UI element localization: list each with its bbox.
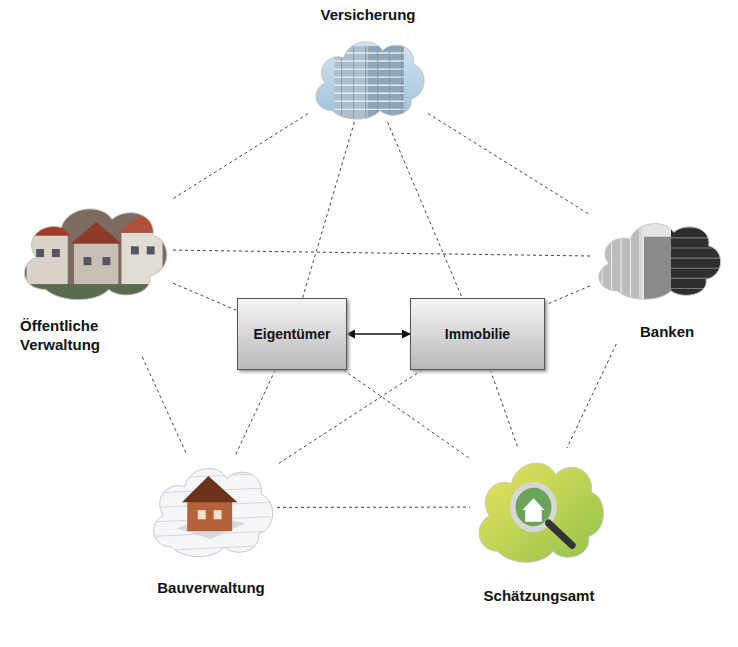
cloud-picture <box>308 30 428 122</box>
cloud-label: Bauverwaltung <box>157 578 265 597</box>
process-box: Eigentümer <box>237 298 347 370</box>
cloud-label: Versicherung <box>320 5 415 24</box>
connector <box>173 283 237 310</box>
picture-cloud: Banken <box>590 212 725 302</box>
connector <box>567 344 616 448</box>
connector <box>277 370 422 465</box>
connector <box>303 122 355 298</box>
picture-cloud: Versicherung <box>308 30 428 122</box>
connector <box>236 370 276 455</box>
connector <box>173 114 308 199</box>
connector <box>277 507 470 508</box>
cloud-picture <box>590 212 725 302</box>
box-label: Eigentümer <box>253 326 330 342</box>
cloud-label: Banken <box>640 322 694 341</box>
process-box: Immobilie <box>410 298 545 370</box>
connector <box>545 286 590 305</box>
connector <box>343 370 470 459</box>
cloud-label: Öffentliche Verwaltung <box>20 316 170 354</box>
connector <box>347 333 410 335</box>
connector <box>388 122 463 298</box>
connector <box>428 114 590 215</box>
connector <box>490 370 518 448</box>
picture-cloud: Öffentliche Verwaltung <box>14 195 172 303</box>
connector <box>173 250 590 256</box>
cloud-picture <box>145 455 277 560</box>
connector <box>142 357 187 455</box>
picture-cloud: Bauverwaltung <box>145 455 277 560</box>
box-label: Immobilie <box>445 326 510 342</box>
cloud-label: Schätzungsamt <box>484 586 595 605</box>
picture-cloud: Schätzungsamt <box>470 448 608 566</box>
cloud-picture <box>14 195 172 303</box>
cloud-picture <box>470 448 608 566</box>
